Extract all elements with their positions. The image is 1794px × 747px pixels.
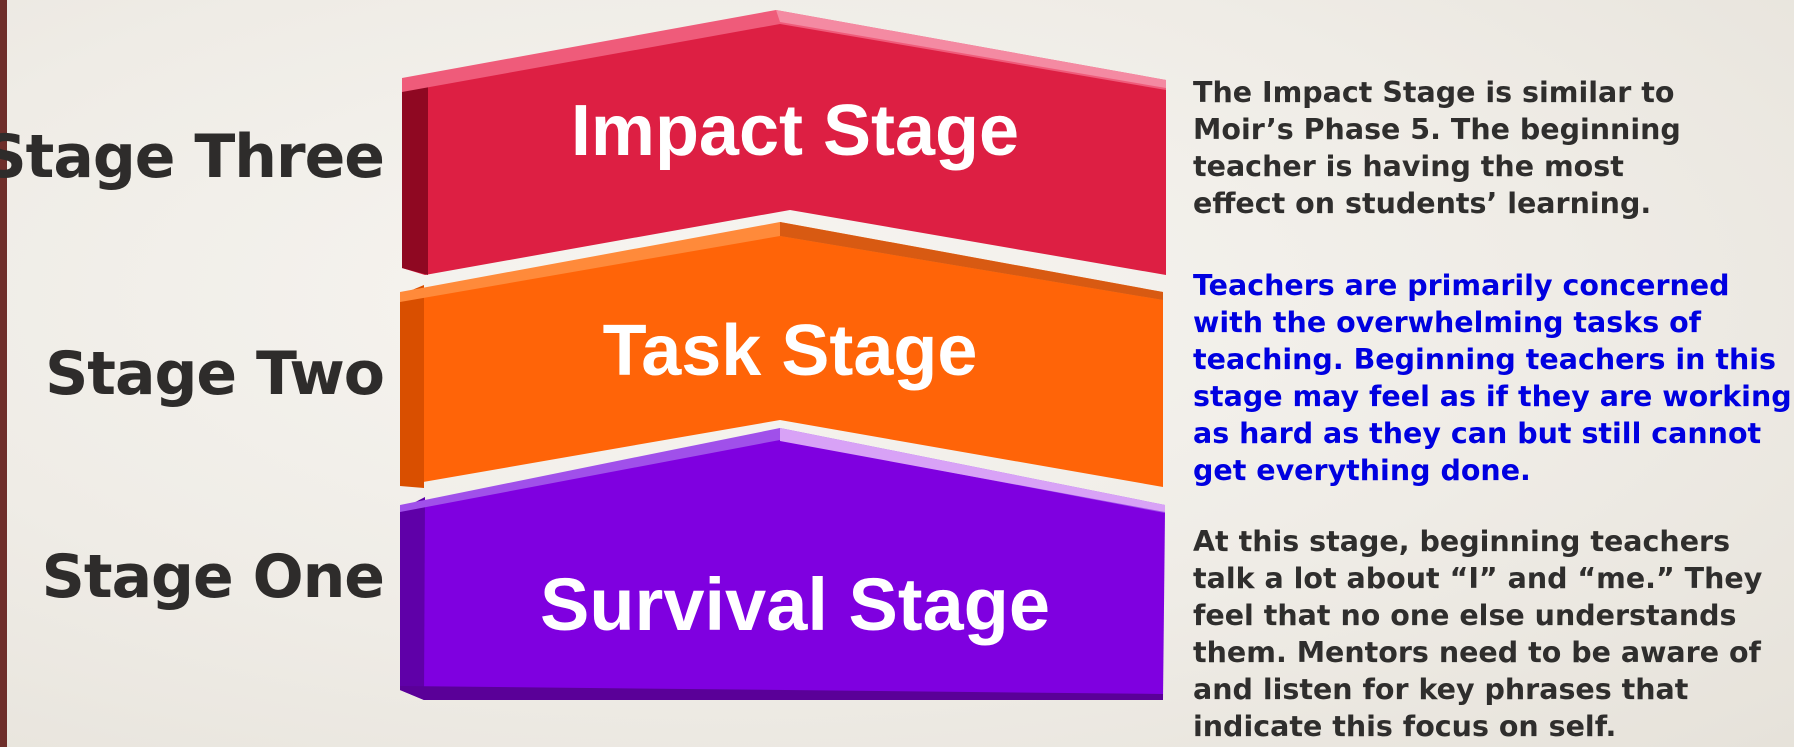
description-line: indicate this focus on self. [1193, 710, 1617, 743]
description-line: as hard as they can but still cannot [1193, 417, 1762, 450]
description-line: get everything done. [1193, 454, 1531, 487]
description-line: them. Mentors need to be aware of [1193, 636, 1761, 669]
task-stage-block: Task Stage [400, 222, 1163, 488]
task-stage-description: Teachers are primarily concerned with th… [1193, 267, 1793, 489]
left-edge-bar [0, 0, 7, 747]
description-line: talk a lot about “I” and “me.” They [1193, 562, 1763, 595]
description-line: teaching. Beginning teachers in this [1193, 343, 1777, 376]
description-line: effect on students’ learning. [1193, 187, 1652, 220]
stage-three-label: Stage Three [0, 122, 385, 192]
survival-stage-title: Survival Stage [540, 563, 1050, 646]
survival-stage-block: Survival Stage [400, 428, 1165, 700]
description-line: and listen for key phrases that [1193, 673, 1689, 706]
task-stage-title: Task Stage [603, 311, 978, 391]
description-line: with the overwhelming tasks of [1193, 306, 1702, 339]
description-line: feel that no one else understands [1193, 599, 1737, 632]
stage-one-label: Stage One [41, 542, 385, 612]
description-line: teacher is having the most [1193, 150, 1624, 183]
description-line: Moir’s Phase 5. The beginning [1193, 113, 1681, 146]
impact-stage-description: The Impact Stage is similar to Moir’s Ph… [1193, 74, 1793, 222]
description-line: stage may feel as if they are working [1193, 380, 1792, 413]
stage-two-label: Stage Two [45, 339, 385, 409]
survival-stage-description: At this stage, beginning teachers talk a… [1193, 523, 1793, 745]
description-line: The Impact Stage is similar to [1193, 76, 1675, 109]
description-line: Teachers are primarily concerned [1193, 269, 1730, 302]
description-line: At this stage, beginning teachers [1193, 525, 1731, 558]
impact-stage-block: Impact Stage [402, 10, 1166, 275]
impact-stage-title: Impact Stage [571, 91, 1019, 171]
